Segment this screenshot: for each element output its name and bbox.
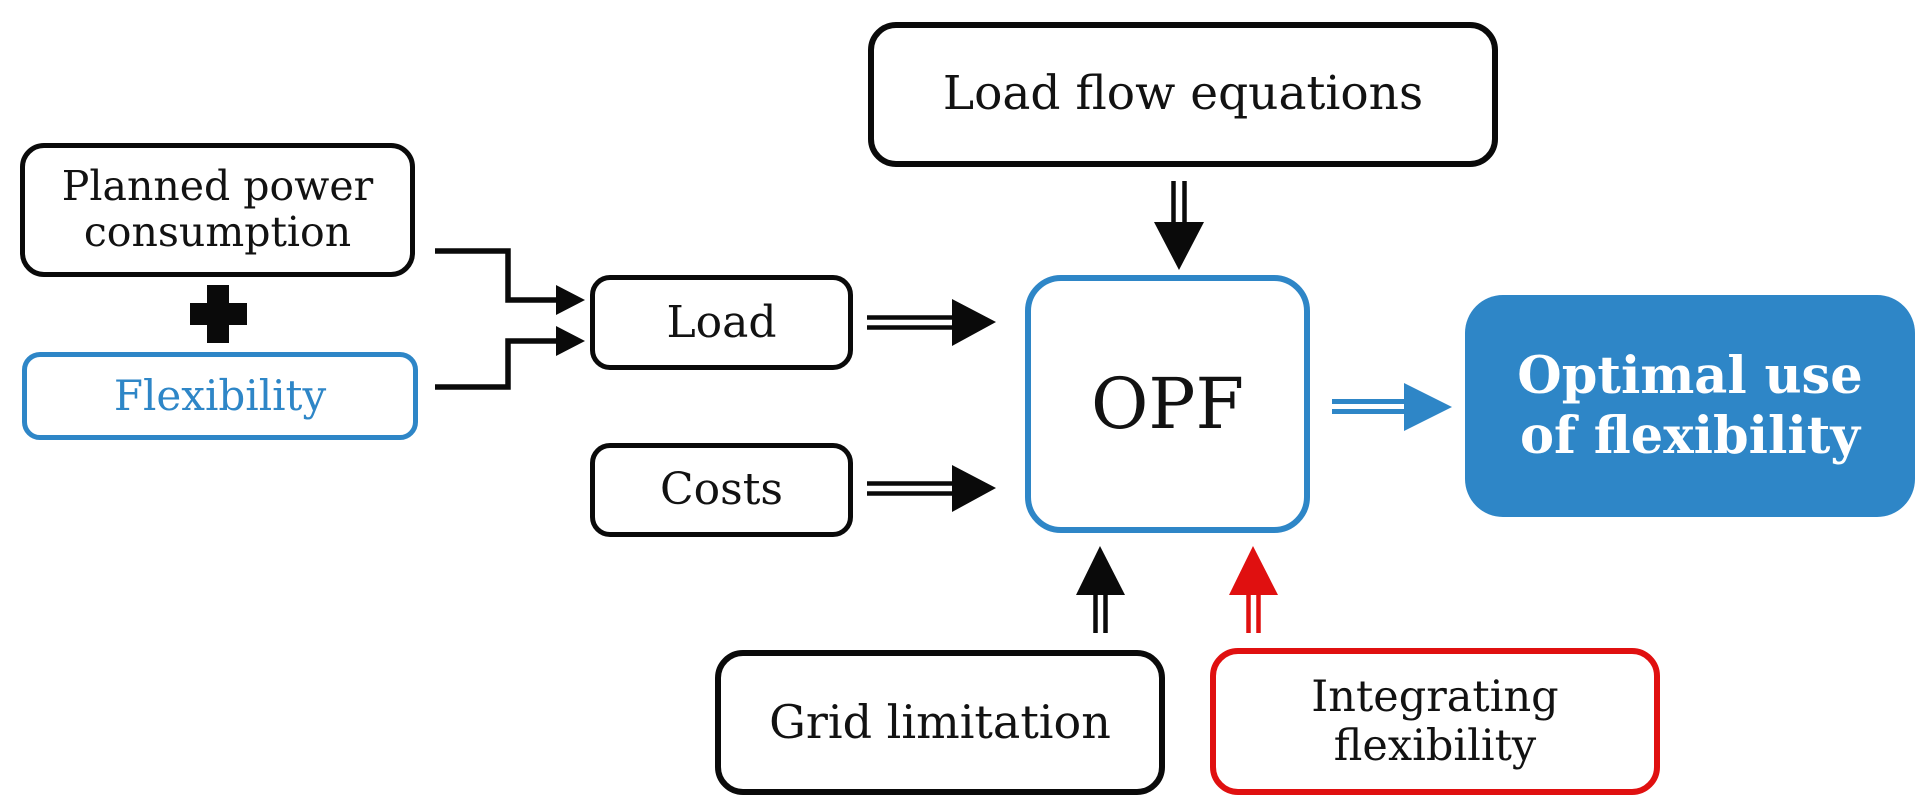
arrow-planned-to-load xyxy=(435,248,585,315)
opf-box: OPF xyxy=(1025,275,1310,533)
optimal-use-of-flexibility-box: Optimal use of flexibility xyxy=(1465,295,1915,517)
arrow-loadflow-to-opf xyxy=(1154,181,1204,270)
integrating-flexibility-box: Integrating flexibility xyxy=(1210,648,1660,795)
costs-label: Costs xyxy=(660,464,783,516)
grid-limitation-box: Grid limitation xyxy=(715,650,1165,795)
grid-limitation-label: Grid limitation xyxy=(769,694,1111,749)
flexibility-label: Flexibility xyxy=(113,371,327,421)
opf-label: OPF xyxy=(1090,362,1245,445)
arrow-flexibility-to-load xyxy=(435,326,585,390)
arrow-integrating-to-opf xyxy=(1229,546,1278,633)
arrow-grid-to-opf xyxy=(1076,546,1125,633)
load-box: Load xyxy=(590,275,853,370)
arrow-costs-to-opf xyxy=(867,465,996,512)
optimal-use-of-flexibility-label: Optimal use of flexibility xyxy=(1517,345,1863,466)
planned-power-consumption-label: Planned power consumption xyxy=(61,162,374,256)
flexibility-box: Flexibility xyxy=(22,352,418,440)
load-label: Load xyxy=(666,296,777,348)
load-flow-equations-label: Load flow equations xyxy=(942,66,1424,122)
plus-icon xyxy=(190,285,247,343)
costs-box: Costs xyxy=(590,443,853,537)
arrow-opf-to-optimal xyxy=(1332,383,1452,431)
arrow-load-to-opf xyxy=(867,299,996,346)
load-flow-equations-box: Load flow equations xyxy=(868,22,1498,167)
planned-power-consumption-box: Planned power consumption xyxy=(20,143,415,277)
integrating-flexibility-label: Integrating flexibility xyxy=(1311,672,1559,771)
